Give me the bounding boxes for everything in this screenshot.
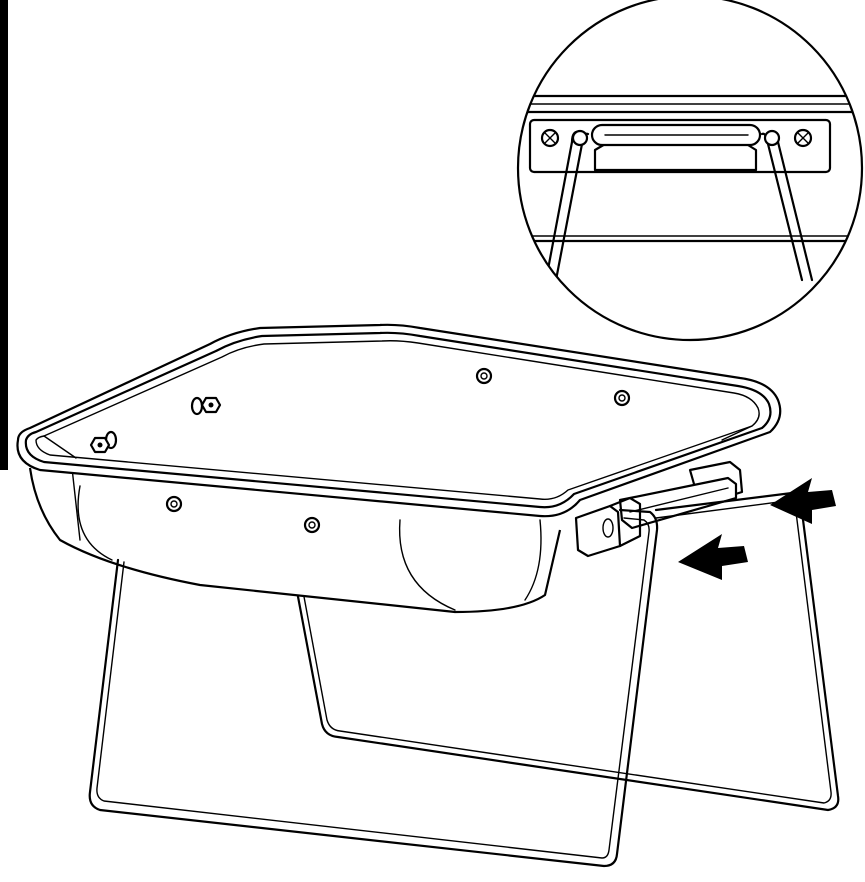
push-arrow-icon: [770, 478, 836, 524]
screw-icon: [540, 128, 560, 148]
rivet-icon: [303, 516, 321, 534]
nut-icon: [89, 430, 118, 454]
push-arrow-icon: [678, 534, 748, 580]
screw-icon: [793, 128, 813, 148]
wire-stand-back: [294, 494, 840, 812]
left-edge-bar: [0, 0, 8, 470]
rivet-icon: [475, 367, 493, 385]
grill-basin: [16, 323, 782, 614]
handle-bracket: [574, 460, 744, 558]
detail-callout: [516, 0, 864, 342]
bracket-plate: [528, 118, 832, 174]
rivet-icon: [165, 495, 183, 513]
rivet-icon: [613, 389, 631, 407]
wire-stand-front: [88, 490, 802, 868]
nut-icon: [190, 396, 222, 416]
